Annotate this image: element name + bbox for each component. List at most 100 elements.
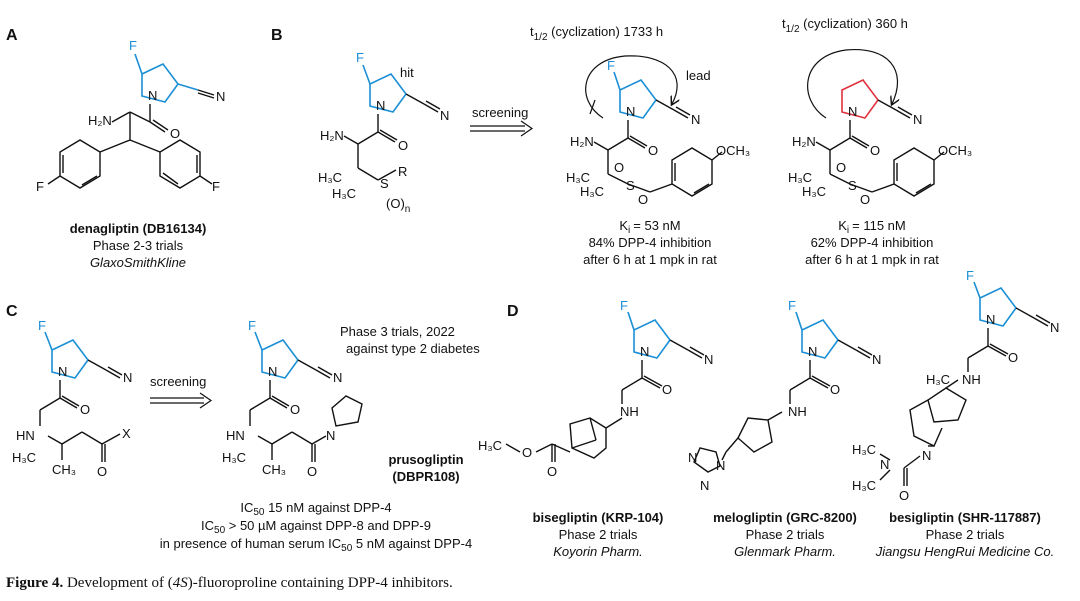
proline-amine: H₂N [792,134,816,149]
screening-label-c: screening [150,374,206,389]
melogliptin-company: Glenmark Pharm. [734,544,836,559]
figure-caption-label: Figure 4. [6,575,64,591]
melo-carbonyl-o: O [830,382,840,397]
lead-nitrile-n: N [691,112,700,127]
prusogliptin-structure: F N N O HN H₃C CH₃ O N [222,318,363,479]
bise-ring-n: N [640,344,649,359]
screening-arrow-c [150,392,213,409]
prusogliptin-name: prusogliptin [388,452,463,467]
c-start-carbonyl-o: O [80,402,90,417]
besi-urea-o: O [899,488,909,503]
proline-sulfonyl-o1: O [836,160,846,175]
melo-triazole-n3: N [700,478,709,493]
lead-fluorine: F [607,58,615,73]
screening-arrow-b [470,120,534,137]
lead-label: lead [686,68,711,83]
denagliptin-structure: F N N O H₂N [36,38,225,194]
ic50-serum: in presence of human serum IC50 5 nM aga… [160,536,472,554]
c-start-methyl-a: H₃C [12,450,36,465]
proline-sulfur: S [848,178,857,193]
pruso-nitrile-n: N [333,370,342,385]
bise-ester-o2: O [522,445,532,460]
lead-methoxy: OCH₃ [716,143,750,158]
proline-methyl-a: H₃C [788,170,812,185]
pruso-fluorine: F [248,318,256,333]
lead-sulfonyl-o2: O [638,192,648,207]
proline-sulfonyl-o2: O [860,192,870,207]
carbonyl-oxygen: O [170,126,180,141]
besigliptin-structure: F N N O NH H₃C N N H₃C H₃C O [852,268,1059,503]
hit-methyl-a: H₃C [318,170,342,185]
hit-methyl-b: H₃C [332,186,356,201]
proline-nitrile-n: N [913,112,922,127]
besigliptin-name: besigliptin (SHR-117887) [889,510,1041,525]
hit-fluorine: F [356,50,364,65]
besi-carbonyl-o: O [1008,350,1018,365]
lead-sulfonyl-o1: O [614,160,624,175]
proline-analog-structure: N N O H₂N H₃C H₃C S O O OCH₃ [788,48,972,207]
proline-carbonyl-o: O [870,143,880,158]
lead-inhibition: 84% DPP-4 inhibition [589,235,712,250]
besigliptin-company: Jiangsu HengRui Medicine Co. [875,544,1054,559]
melo-fluorine: F [788,298,796,313]
denagliptin-name-line: denagliptin (DB16134) [70,221,207,236]
c-start-ring-n: N [58,364,67,379]
besi-urea-n: N [880,457,889,472]
lead-ring-n: N [626,104,635,119]
hit-r-group: R [398,164,407,179]
pruso-pyrrolidine-n: N [326,428,335,443]
figure-caption-text-pre: Development of ( [63,575,173,591]
denagliptin-phase: Phase 2-3 trials [93,238,184,253]
pruso-methyl-b: CH₃ [262,462,286,477]
pruso-carbonyl-o: O [290,402,300,417]
denagliptin-company: GlaxoSmithKline [90,255,186,270]
lead-condition: after 6 h at 1 mpk in rat [583,252,717,267]
hit-ring-nitrogen: N [376,98,385,113]
pruso-ketone-o: O [307,464,317,479]
melogliptin-phase: Phase 2 trials [746,527,825,542]
melogliptin-name: melogliptin (GRC-8200) [713,510,857,525]
c-start-hn: HN [16,428,35,443]
lead-structure: F N lead N O H₂N H₃C H₃C S O O OCH [566,55,750,207]
c-start-x-group: X [122,426,131,441]
t-half-proline: t1/2 (cyclization) 360 h [782,16,908,35]
pruso-ring-n: N [268,364,277,379]
prusogliptin-phase-note-2: against type 2 diabetes [346,341,480,356]
bisegliptin-structure: F N N O NH O O H₃C [478,298,713,479]
besi-nh: NH [962,372,981,387]
melo-triazole-n2: N [688,450,697,465]
ic50-dpp8-dpp9: IC50 > 50 µM against DPP-8 and DPP-9 [201,518,431,536]
pruso-methyl-a: H₃C [222,450,246,465]
hit-oxide: (O)n [386,196,410,215]
prusogliptin-code: (DBPR108) [392,469,459,484]
ring-nitrogen: N [148,88,157,103]
hit-amine: H₂N [320,128,344,143]
ic50-dpp4: IC50 15 nM against DPP-4 [240,500,391,518]
hit-sulfur: S [380,176,389,191]
besi-nmethyl-b: H₃C [852,478,876,493]
bise-nh: NH [620,404,639,419]
bisegliptin-company: Koyorin Pharm. [553,544,643,559]
c-start-methyl-b: CH₃ [52,462,76,477]
panel-label-a: A [6,27,18,44]
hit-label: hit [400,65,414,80]
bise-nitrile-n: N [704,352,713,367]
besigliptin-phase: Phase 2 trials [926,527,1005,542]
bise-fluorine: F [620,298,628,313]
besi-nmethyl-a: H₃C [852,442,876,457]
prusogliptin-phase-note-1: Phase 3 trials, 2022 [340,324,455,339]
lead-ki: Ki= 53 nM [619,218,680,236]
bise-ethyl: H₃C [478,438,502,453]
lead-carbonyl-o: O [648,143,658,158]
panel-label-d: D [507,303,519,320]
figure-caption: Figure 4. Development of (4S)-fluoroprol… [6,575,453,592]
hit-structure: F N hit N O H₂N H₃C H₃C S R (O)n [318,50,449,215]
melo-ring-n: N [808,344,817,359]
besi-fluorine: F [966,268,974,283]
besi-ring-n2: N [922,448,931,463]
lead-sulfur: S [626,178,635,193]
melogliptin-structure: F N N O NH N N N [688,298,881,493]
figure-caption-text-post: )-fluoroproline containing DPP-4 inhibit… [187,575,453,591]
proline-ki: Ki= 115 nM [838,218,906,236]
